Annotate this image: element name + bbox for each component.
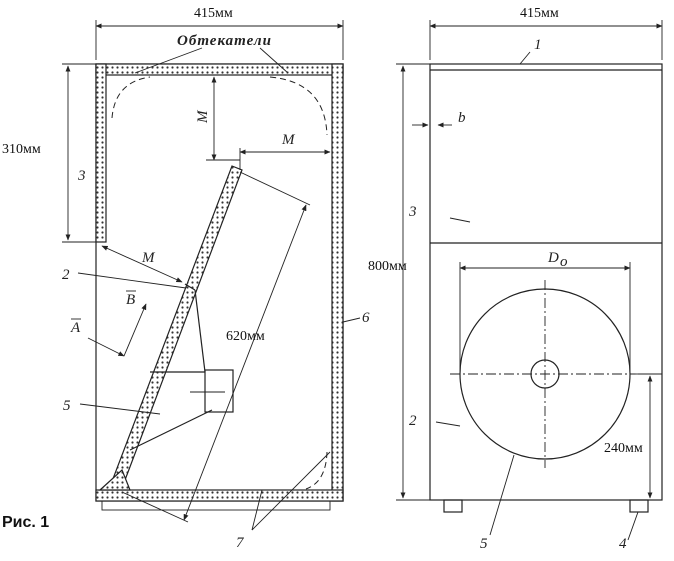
dim-driver-height: 240мм: [604, 441, 643, 456]
label-part-4: 4: [619, 536, 627, 552]
label-part-7: 7: [236, 535, 245, 551]
fairing-curve-left: [111, 76, 151, 119]
dim-panel-length: 620мм: [226, 329, 265, 344]
label-wall-thickness: b: [458, 110, 466, 126]
dim-width-right: 415мм: [520, 6, 559, 21]
label-part-1: 1: [534, 37, 542, 53]
label-part-6: 6: [362, 310, 370, 326]
label-fairings: Обтекатели: [177, 33, 272, 49]
front-view: [429, 51, 663, 541]
side-view-dimensions: [62, 20, 361, 523]
corner-fairing: [98, 468, 131, 491]
front-view-dimensions: [396, 20, 663, 501]
left-upper-wall: [95, 63, 107, 243]
label-part-2-right: 2: [409, 413, 417, 429]
dim-width-left: 415мм: [194, 6, 233, 21]
leader-fairing-left: [134, 47, 203, 74]
dim-top-section-height: 310мм: [2, 142, 41, 157]
top-panel: [95, 63, 344, 76]
label-part-2-left: 2: [62, 267, 70, 283]
label-m-left: M: [141, 250, 156, 266]
label-m-vertical: M: [195, 109, 211, 124]
dim-total-height: 800мм: [368, 259, 407, 274]
base-plinth: [101, 500, 331, 511]
label-part-3-left: 3: [77, 168, 86, 184]
fairing-curve-right: [269, 76, 328, 136]
label-part-5-left: 5: [63, 398, 71, 414]
right-wall-panel: [331, 63, 344, 502]
foot-right: [629, 499, 649, 513]
label-m-top: M: [281, 132, 296, 148]
label-arrow-b: B: [126, 292, 135, 308]
label-part-5-right: 5: [480, 536, 488, 552]
figure-caption: Рис. 1: [2, 514, 49, 531]
fairing-curve-bottom: [305, 451, 328, 490]
label-part-3-right: 3: [408, 204, 417, 220]
label-diameter: D: [547, 250, 559, 266]
leader-fairing-right: [259, 47, 289, 74]
front-outline: [429, 63, 663, 501]
label-diameter-subscript: o: [560, 254, 568, 270]
foot-left: [443, 499, 463, 513]
bottom-panel: [95, 489, 344, 502]
label-arrow-a: A: [70, 320, 81, 336]
inclined-baffle: [110, 165, 243, 489]
